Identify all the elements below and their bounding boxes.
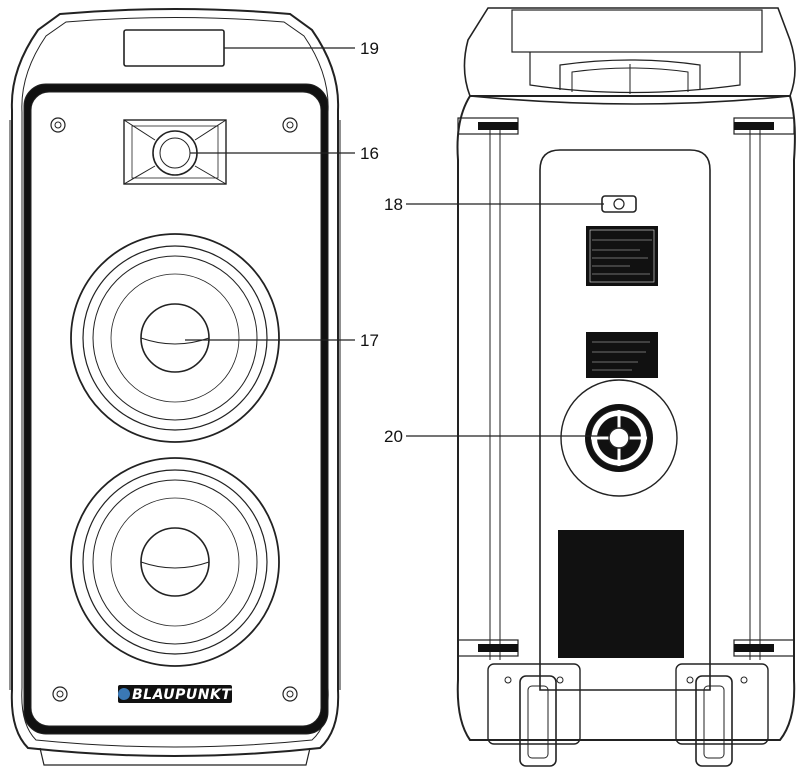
info-label	[586, 332, 658, 378]
back-view	[456, 7, 796, 767]
carry-handle	[463, 7, 796, 105]
handle-bracket	[529, 52, 741, 94]
front-view: BLAUPUNKT	[9, 8, 341, 766]
handle-recess	[511, 9, 763, 53]
corner-clip	[733, 117, 795, 135]
grille-screw	[282, 117, 298, 133]
brand-logo: BLAUPUNKT	[118, 685, 232, 703]
callout-18: 18	[384, 195, 403, 214]
handle-grip	[559, 59, 701, 90]
corner-clip	[733, 639, 795, 657]
callouts: 19 16 17 18 20	[185, 39, 604, 446]
wheel-right	[675, 663, 769, 767]
front-cabinet-inner-edge	[21, 17, 329, 748]
woofer-lower	[70, 457, 280, 667]
rear-cover-plate	[558, 530, 684, 658]
bass-port	[560, 379, 678, 497]
power-switch	[601, 195, 637, 213]
back-cabinet	[456, 95, 796, 741]
grille-screw	[52, 686, 68, 702]
grille-screw	[50, 117, 66, 133]
callout-20: 20	[384, 427, 403, 446]
corner-clip	[457, 117, 519, 135]
callout-19: 19	[360, 39, 379, 58]
back-inner-panel	[539, 149, 711, 691]
rating-label	[586, 226, 658, 286]
front-grille-face	[30, 91, 322, 727]
woofer-upper	[70, 233, 280, 443]
corner-clip	[457, 639, 519, 657]
front-cabinet	[10, 8, 340, 757]
front-bottom-foot	[39, 747, 311, 766]
callout-17: 17	[360, 331, 379, 350]
display-window	[123, 29, 225, 67]
wheel-left	[487, 663, 581, 767]
brand-logo-text: BLAUPUNKT	[132, 687, 232, 703]
grille-screw	[282, 686, 298, 702]
callout-16: 16	[360, 144, 379, 163]
